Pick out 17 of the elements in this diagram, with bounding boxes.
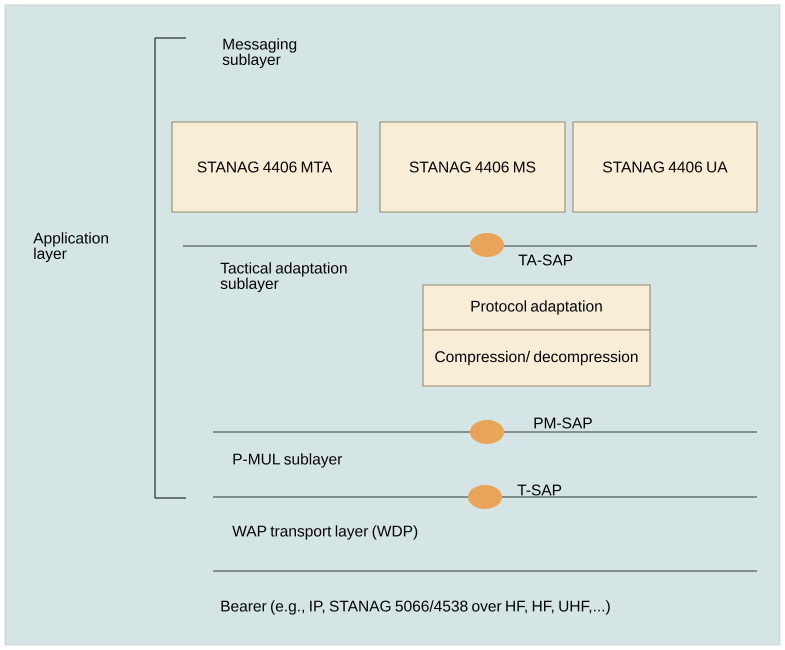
access-point-label: T-SAP [518, 484, 562, 496]
access-point-label: TA-SAP [518, 254, 572, 266]
layer-box: Compression/ decompression [422, 330, 650, 386]
layer-label: WAP transport layer (WDP) [232, 525, 418, 540]
access-point [468, 485, 502, 509]
layer-box: STANAG 4406 MTA [172, 122, 358, 212]
layer-box: STANAG 4406 MS [380, 122, 566, 212]
access-point [470, 420, 504, 444]
layer-label: Tactical adaptation sublayer [220, 262, 347, 292]
layer-label: P-MUL sublayer [233, 453, 342, 468]
access-point-label: PM-SAP [534, 418, 592, 428]
layer-label: Messaging sublayer [222, 38, 296, 68]
access-point [470, 233, 504, 257]
layer-label: Bearer (e.g., IP, STANAG 5066/4538 over HF, HF, UHF,...) [221, 600, 610, 615]
layer-box: STANAG 4406 UA [572, 122, 758, 212]
layer-box: Protocol adaptation [422, 284, 650, 330]
layer-label: Application layer [33, 232, 108, 262]
